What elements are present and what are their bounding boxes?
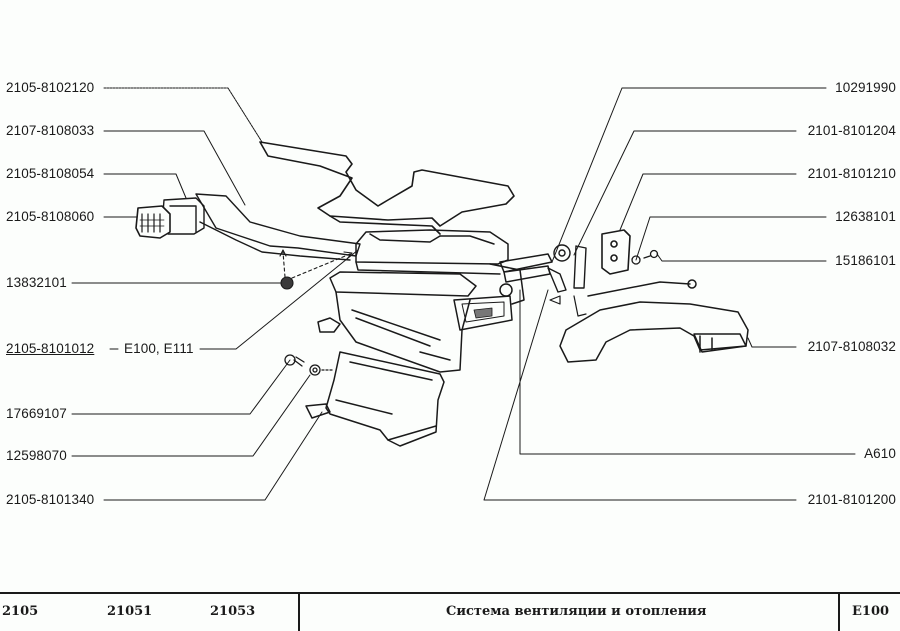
gasket-frame [259, 141, 515, 235]
callout-left-6-ref: E100, E111 [124, 341, 194, 356]
divider [298, 594, 300, 631]
callout-left-9: 2105-8101340 [6, 492, 95, 507]
model-21051: 21051 [107, 604, 153, 619]
callout-right-4: 12638101 [835, 209, 896, 224]
callout-right-8: 2101-8101200 [807, 492, 896, 507]
diagram-title: Система вентиляции и отопления [446, 604, 707, 619]
callout-left-7: 17669107 [6, 406, 67, 421]
callout-right-3: 2101-8101210 [807, 166, 896, 181]
callout-left-6-link[interactable]: 2105-8101012 [6, 341, 95, 356]
washer-12598070 [309, 364, 335, 376]
nut-13832101 [279, 249, 353, 290]
page-code: E100 [852, 604, 890, 619]
plate-2101-8101210 [601, 229, 631, 275]
divider [838, 594, 840, 631]
callout-right-5: 15186101 [835, 253, 896, 268]
heater-housing [317, 229, 553, 373]
callout-left-5: 13832101 [6, 275, 67, 290]
model-2105: 2105 [2, 604, 39, 619]
right-air-duct [559, 279, 749, 363]
callout-right-6: 2107-8108032 [807, 339, 896, 354]
callout-left-2: 2107-8108033 [6, 123, 95, 138]
leader-lines-left [71, 87, 359, 501]
callout-left-3: 2105-8108054 [6, 166, 95, 181]
left-air-duct [195, 193, 361, 261]
callout-right-1: 10291990 [835, 80, 896, 95]
callout-right-7: A610 [864, 446, 896, 461]
model-21053: 21053 [210, 604, 256, 619]
callout-left-1: 2105-8102120 [6, 80, 95, 95]
title-block: 2105 21051 21053 Система вентиляции и от… [0, 592, 900, 631]
callout-left-8: 12598070 [6, 448, 67, 463]
tap-10291990 [547, 244, 571, 293]
callout-right-2: 2101-8101204 [807, 123, 896, 138]
screw-17669107 [284, 354, 305, 367]
washer-12638101 [631, 255, 641, 265]
lever-2101-8101204 [573, 245, 587, 289]
rod-clip [549, 295, 587, 317]
air-nozzle-grille [135, 205, 171, 239]
cover-2105-8101340 [305, 351, 445, 447]
leader-lines-right [483, 87, 856, 501]
callout-left-4: 2105-8108060 [6, 209, 95, 224]
screw-15186101 [643, 249, 659, 259]
